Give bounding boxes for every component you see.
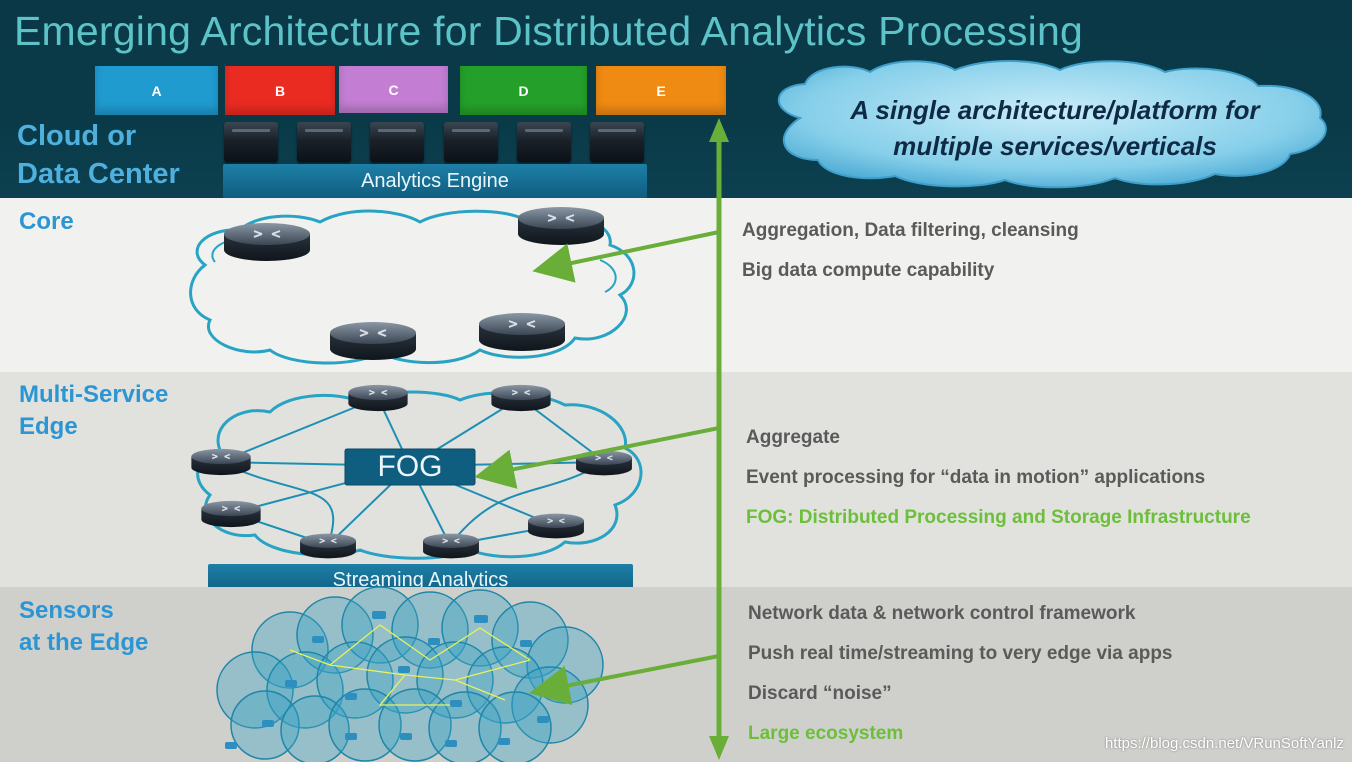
router-icon — [517, 206, 605, 246]
edge-desc-3: FOG: Distributed Processing and Storage … — [746, 507, 1251, 528]
callout-text: A single architecture/platform for multi… — [790, 92, 1320, 164]
sensors-label-line2: at the Edge — [19, 629, 149, 656]
sensors-desc-1: Network data & network control framework — [748, 603, 1136, 624]
fog-label: FOG — [377, 450, 443, 483]
edge-label-line2: Edge — [19, 413, 78, 440]
service-label: C — [388, 81, 399, 98]
cloud-layer-label: Cloud or Data Center — [17, 117, 180, 193]
router-icon — [478, 312, 566, 352]
edge-desc-1: Aggregate — [746, 427, 840, 448]
server-icon — [297, 122, 351, 162]
edge-label-line1: Multi-Service — [19, 381, 169, 408]
service-a: A — [95, 66, 218, 115]
core-desc-1: Aggregation, Data filtering, cleansing — [742, 220, 1079, 241]
router-icon — [328, 320, 418, 362]
service-c: C — [339, 66, 448, 113]
core-layer: Core Aggregation, Data filtering, cleans… — [0, 198, 1352, 372]
service-label: A — [151, 82, 162, 99]
sensors-layer: Sensors at the Edge Network data & netwo… — [0, 587, 1352, 762]
service-label: D — [518, 82, 529, 99]
service-label: B — [274, 82, 286, 99]
callout-line2: multiple services/verticals — [893, 131, 1217, 161]
service-b: B — [225, 66, 335, 115]
analytics-engine-bar: Analytics Engine — [223, 164, 647, 198]
core-desc-2: Big data compute capability — [742, 260, 995, 281]
sensors-desc-4: Large ecosystem — [748, 723, 904, 744]
router-icon — [190, 448, 252, 476]
server-icon — [590, 122, 644, 162]
streaming-analytics-label: Streaming Analytics — [332, 568, 509, 591]
sensors-desc-2: Push real time/streaming to very edge vi… — [748, 643, 1173, 664]
cloud-layer-label-line1: Cloud or — [17, 120, 137, 152]
watermark: https://blog.csdn.net/VRunSoftYanlz — [1104, 735, 1344, 752]
router-icon — [347, 384, 409, 412]
callout-cloud-icon — [777, 60, 1327, 189]
service-label: E — [656, 82, 666, 99]
server-icon — [370, 122, 424, 162]
service-e: E — [596, 66, 726, 115]
router-icon — [223, 222, 311, 262]
sensors-label-line1: Sensors — [19, 597, 114, 624]
page-title: Emerging Architecture for Distributed An… — [14, 8, 1083, 54]
server-icon — [444, 122, 498, 162]
cloud-layer-label-line2: Data Center — [17, 158, 180, 190]
callout-line1: A single architecture/platform for — [850, 95, 1260, 125]
multi-service-edge-layer: Multi-Service Edge Aggregate Event proce… — [0, 372, 1352, 596]
server-icon — [224, 122, 278, 162]
edge-label: Multi-Service Edge — [19, 379, 168, 443]
arrow-sensors — [529, 654, 720, 706]
arrow-edge — [474, 426, 720, 489]
router-icon — [299, 533, 357, 559]
router-icon — [422, 533, 480, 559]
server-icon — [517, 122, 571, 162]
core-label: Core — [19, 208, 74, 235]
core-cloud-icon — [189, 209, 636, 365]
router-icon — [527, 513, 585, 539]
router-icon — [490, 384, 552, 412]
service-d: D — [460, 66, 587, 115]
analytics-engine-label: Analytics Engine — [361, 169, 509, 192]
edge-desc-2: Event processing for “data in motion” ap… — [746, 467, 1206, 488]
sensors-label: Sensors at the Edge — [19, 595, 148, 659]
sensors-desc-3: Discard “noise” — [748, 683, 892, 704]
arrow-core — [532, 230, 720, 283]
router-icon — [200, 500, 262, 528]
